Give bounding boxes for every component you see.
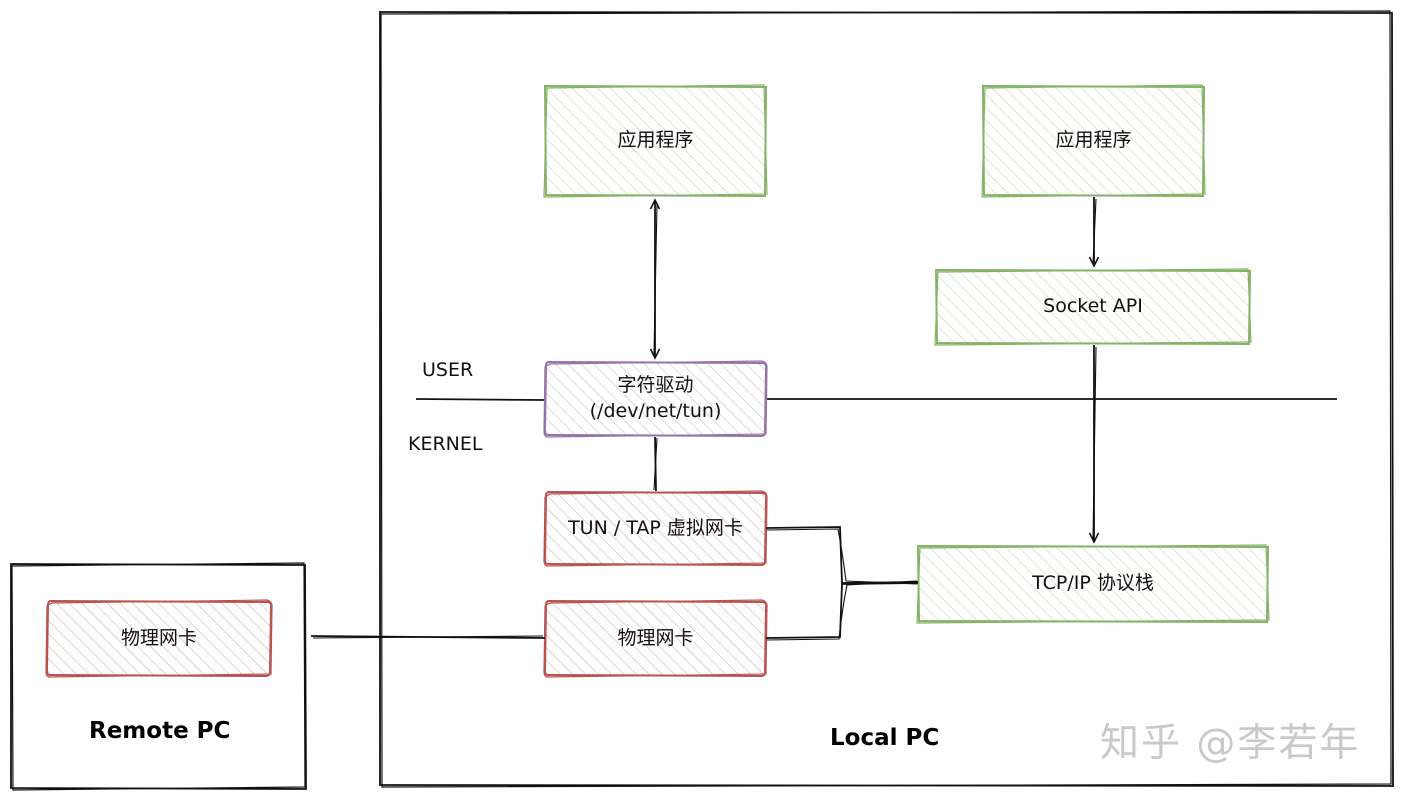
tun-tap-box (543, 490, 768, 567)
local-nic-box (543, 599, 768, 678)
watermark-text: 知乎 @李若年 (1100, 721, 1361, 766)
local-pc-label: Local PC (830, 725, 940, 751)
socket-api-box (934, 268, 1252, 346)
nic-to-tcpip-line (765, 580, 919, 641)
char-driver-box (543, 360, 768, 438)
remote-pc-label: Remote PC (89, 718, 231, 744)
kernel-layer-label: KERNEL (408, 433, 483, 455)
app-right-box (981, 84, 1206, 198)
local-pc-container (379, 10, 1394, 788)
driver-to-tun-line (653, 436, 658, 492)
tun-to-tcpip-line (765, 526, 919, 585)
app-to-socket-arrow (1088, 197, 1100, 268)
tcpip-stack-box (916, 544, 1270, 624)
app-left-box (543, 84, 768, 198)
remote-nic-box (45, 599, 273, 678)
socket-to-tcpip-arrow (1088, 345, 1100, 544)
app-to-driver-arrow (649, 198, 661, 360)
remote-pc-container (10, 562, 307, 791)
user-layer-label: USER (422, 359, 474, 381)
remote-to-local-nic-line (310, 635, 546, 639)
user-kernel-divider (415, 398, 1337, 401)
